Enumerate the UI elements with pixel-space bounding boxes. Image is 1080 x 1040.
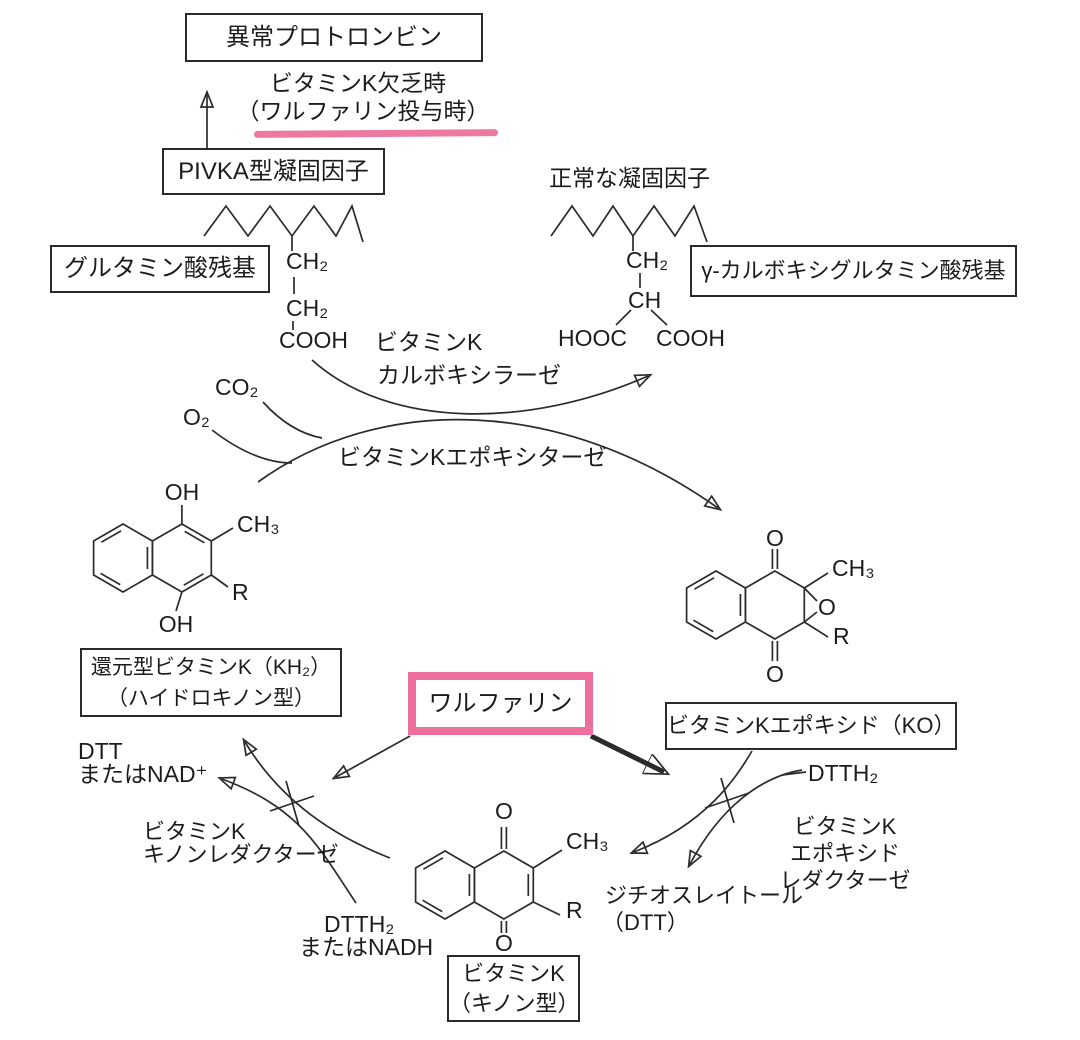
quinone-reductase-arrow	[245, 742, 391, 859]
ko-structure	[685, 549, 829, 661]
kh2-box-line2: （ハイドロキノン型）	[106, 686, 316, 710]
ko-o-top-label: O	[766, 525, 784, 551]
right-chain-hooc: HOOC	[558, 325, 627, 351]
quinone-structure	[414, 827, 563, 933]
epoxide-reductase-label-line1: ビタミンK	[793, 814, 897, 839]
inhibition-cross-left	[269, 780, 315, 827]
warfarin-inhibit-right-arrow	[589, 733, 664, 772]
zigzag-right	[550, 204, 708, 251]
carboxylase-label-line1: ビタミンK	[375, 329, 483, 355]
cofactor-recycle-left-arrow	[222, 779, 357, 904]
carboxylase-arrow	[311, 359, 648, 415]
quinone-reductase-label-line1: ビタミンK	[143, 819, 246, 844]
quinone-reductase-label-line2: キノンレダクターゼ	[143, 842, 339, 867]
epoxide-reductase-label-line2: エポキシド	[789, 841, 901, 866]
dtt-label-line2: またはNAD⁺	[78, 761, 208, 787]
right-chain-ch2: CH₂	[626, 247, 669, 273]
vitk-deficiency-line2: （ワルファリン投与時）	[236, 98, 490, 124]
dithiothreitol-label-line2: （DTT）	[602, 910, 689, 935]
abnormal-prothrombin-label: 異常プロトロンビン	[226, 23, 442, 51]
inhibition-cross-right	[704, 777, 750, 824]
kh2-ch3-label: CH₃	[237, 511, 280, 537]
right-chain-cooh: COOH	[656, 325, 725, 351]
vitk-deficiency-line1: ビタミンK欠乏時	[269, 70, 447, 96]
epoxide-reductase-label-line3: レダクターゼ	[779, 868, 911, 893]
pivka-label: PIVKA型凝固因子	[178, 157, 369, 185]
quinone-o-top-label: O	[495, 798, 513, 824]
quinone-box-line2: （キノン型）	[449, 990, 580, 1016]
quinone-box-line1: ビタミンK	[462, 960, 565, 986]
right-chain-bonds	[615, 273, 668, 326]
ko-box: ビタミンKエポキシド（KO）	[665, 702, 957, 750]
epoxidase-arrow	[257, 418, 718, 508]
right-chain-ch: CH	[628, 287, 662, 313]
co2-branch-line	[262, 401, 323, 439]
dtth2-tick-line	[781, 771, 807, 776]
left-chain-bonds	[292, 277, 295, 330]
abnormal-prothrombin-box: 異常プロトロンビン	[185, 13, 483, 62]
zigzag-left	[203, 203, 364, 251]
ko-epoxide-o-label: O	[818, 594, 836, 620]
warfarin-box: ワルファリン	[408, 672, 593, 735]
kh2-oh-top-label: OH	[164, 479, 200, 505]
left-chain-ch2-2: CH₂	[286, 295, 329, 321]
dtt-label-line1: DTT	[78, 738, 123, 764]
dtth2-label-line2: またはNADH	[299, 934, 434, 960]
epoxidase-label: ビタミンKエポキシターゼ	[338, 444, 607, 470]
glutamate-box: グルタミン酸残基	[50, 245, 270, 293]
left-chain-ch2-1: CH₂	[286, 248, 329, 274]
kh2-box: 還元型ビタミンK（KH₂） （ハイドロキノン型）	[80, 648, 342, 717]
co2-label: CO₂	[215, 374, 259, 400]
kh2-oh-bottom-label: OH	[158, 611, 194, 637]
warfarin-inhibit-left-arrow	[336, 735, 411, 777]
warfarin-label: ワルファリン	[416, 680, 585, 727]
quinone-ch3-label: CH₃	[566, 828, 609, 854]
kh2-box-line1: 還元型ビタミンK（KH₂）	[90, 655, 332, 679]
carboxylase-label-line2: カルボキシラーゼ	[377, 362, 561, 388]
quinone-box: ビタミンK （キノン型）	[447, 955, 580, 1022]
glutamate-label: グルタミン酸残基	[64, 255, 256, 283]
ko-r-label: R	[833, 623, 850, 649]
gamma-carboxyglutamate-label: γ-カルボキシグルタミン酸残基	[701, 257, 1006, 283]
quinone-o-bottom-label: O	[495, 930, 513, 956]
o2-branch-line	[211, 429, 293, 464]
quinone-r-label: R	[566, 897, 583, 923]
dtth2-right-label: DTTH₂	[808, 760, 879, 786]
ko-ch3-label: CH₃	[832, 555, 875, 581]
gamma-carboxyglutamate-box: γ-カルボキシグルタミン酸残基	[690, 245, 1017, 297]
ko-o-bottom-label: O	[766, 661, 784, 687]
o2-label: O₂	[183, 404, 210, 430]
kh2-structure	[92, 505, 234, 612]
epoxide-reductase-arrow	[634, 750, 753, 852]
cofactor-recycle-right-arrow	[690, 769, 803, 864]
normal-factor-label: 正常な凝固因子	[549, 165, 710, 191]
kh2-r-label: R	[232, 579, 249, 605]
dithiothreitol-label-line1: ジチオスレイトール	[605, 883, 804, 908]
dtth2-label-line1: DTTH₂	[324, 911, 395, 937]
left-chain-cooh: COOH	[279, 327, 348, 353]
ko-box-label: ビタミンKエポキシド（KO）	[667, 712, 956, 738]
pivka-box: PIVKA型凝固因子	[162, 148, 385, 195]
